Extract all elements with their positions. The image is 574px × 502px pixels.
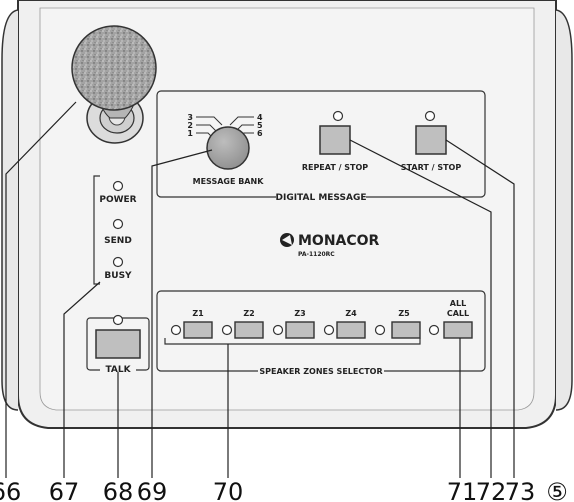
speaker-zones-title: SPEAKER ZONES SELECTOR	[259, 367, 382, 376]
digital-message-title: DIGITAL MESSAGE	[276, 193, 367, 203]
callout-70: 70	[213, 478, 244, 502]
repeat-led	[332, 110, 344, 122]
zone-z2-label: Z2	[243, 309, 254, 318]
led-busy	[112, 256, 124, 268]
zone-z1-label: Z1	[192, 309, 204, 318]
leader-69	[151, 149, 213, 478]
leader-lines	[5, 101, 515, 478]
housing-left-side	[1, 9, 19, 411]
leader-72	[349, 139, 492, 478]
bank-pos-3: 3	[187, 113, 193, 122]
talk-led	[112, 314, 124, 326]
zone-z4[interactable]	[323, 321, 366, 339]
all-call-label-line1: ALL	[450, 299, 466, 308]
repeat-stop-button[interactable]	[319, 125, 351, 155]
model-name: PA-1120RC	[298, 251, 335, 258]
inner-face	[39, 7, 535, 411]
talk-label: TALK	[105, 365, 131, 375]
bank-pos-2: 2	[187, 121, 193, 130]
monacor-logo-icon	[280, 233, 294, 247]
housing-right-side	[555, 9, 573, 411]
start-stop-label: START / STOP	[401, 163, 462, 172]
zone-z1[interactable]	[170, 321, 213, 339]
start-stop-button[interactable]	[415, 125, 447, 155]
speaker-zones-title-bg	[258, 365, 384, 377]
callout-71: 71	[447, 478, 478, 502]
zone-z2[interactable]	[221, 321, 264, 339]
leader-66	[5, 101, 77, 478]
bank-pos-4: 4	[257, 113, 263, 122]
message-bank-label: MESSAGE BANK	[193, 177, 265, 186]
label-busy: BUSY	[104, 271, 132, 281]
message-bank-knob[interactable]	[206, 126, 250, 170]
talk-button[interactable]	[95, 329, 141, 359]
label-send: SEND	[104, 236, 132, 246]
zones-bracket	[164, 338, 421, 345]
zone-z5-label: Z5	[398, 309, 410, 318]
bank-pos-5: 5	[257, 121, 263, 130]
zone-z5[interactable]	[374, 321, 421, 339]
digital-message-title-bg	[276, 191, 366, 203]
led-power	[112, 180, 124, 192]
bank-pos-6: 6	[257, 129, 263, 138]
repeat-stop-label: REPEAT / STOP	[302, 163, 368, 172]
callout-68: 68	[103, 478, 134, 502]
all-call-label-line2: CALL	[447, 309, 469, 318]
label-power: POWER	[99, 195, 136, 205]
zone-z4-label: Z4	[345, 309, 357, 318]
callout-66: 66	[0, 478, 21, 502]
brand-name: MONACOR	[298, 233, 380, 249]
zone-z3[interactable]	[272, 321, 315, 339]
zone-z3-label: Z3	[294, 309, 305, 318]
gooseneck-microphone[interactable]	[71, 25, 157, 144]
bank-pos-1: 1	[187, 129, 193, 138]
callout-69: 69	[137, 478, 168, 502]
callout-72: 72	[476, 478, 507, 502]
callout-73: 73	[505, 478, 536, 502]
led-send	[112, 218, 124, 230]
leader-73	[445, 139, 515, 478]
all-call-button[interactable]	[428, 321, 473, 339]
callout-67: 67	[49, 478, 80, 502]
leader-67	[63, 281, 101, 478]
start-led	[424, 110, 436, 122]
figure-number: ⑤	[546, 478, 568, 502]
talk-label-bg	[100, 363, 136, 375]
